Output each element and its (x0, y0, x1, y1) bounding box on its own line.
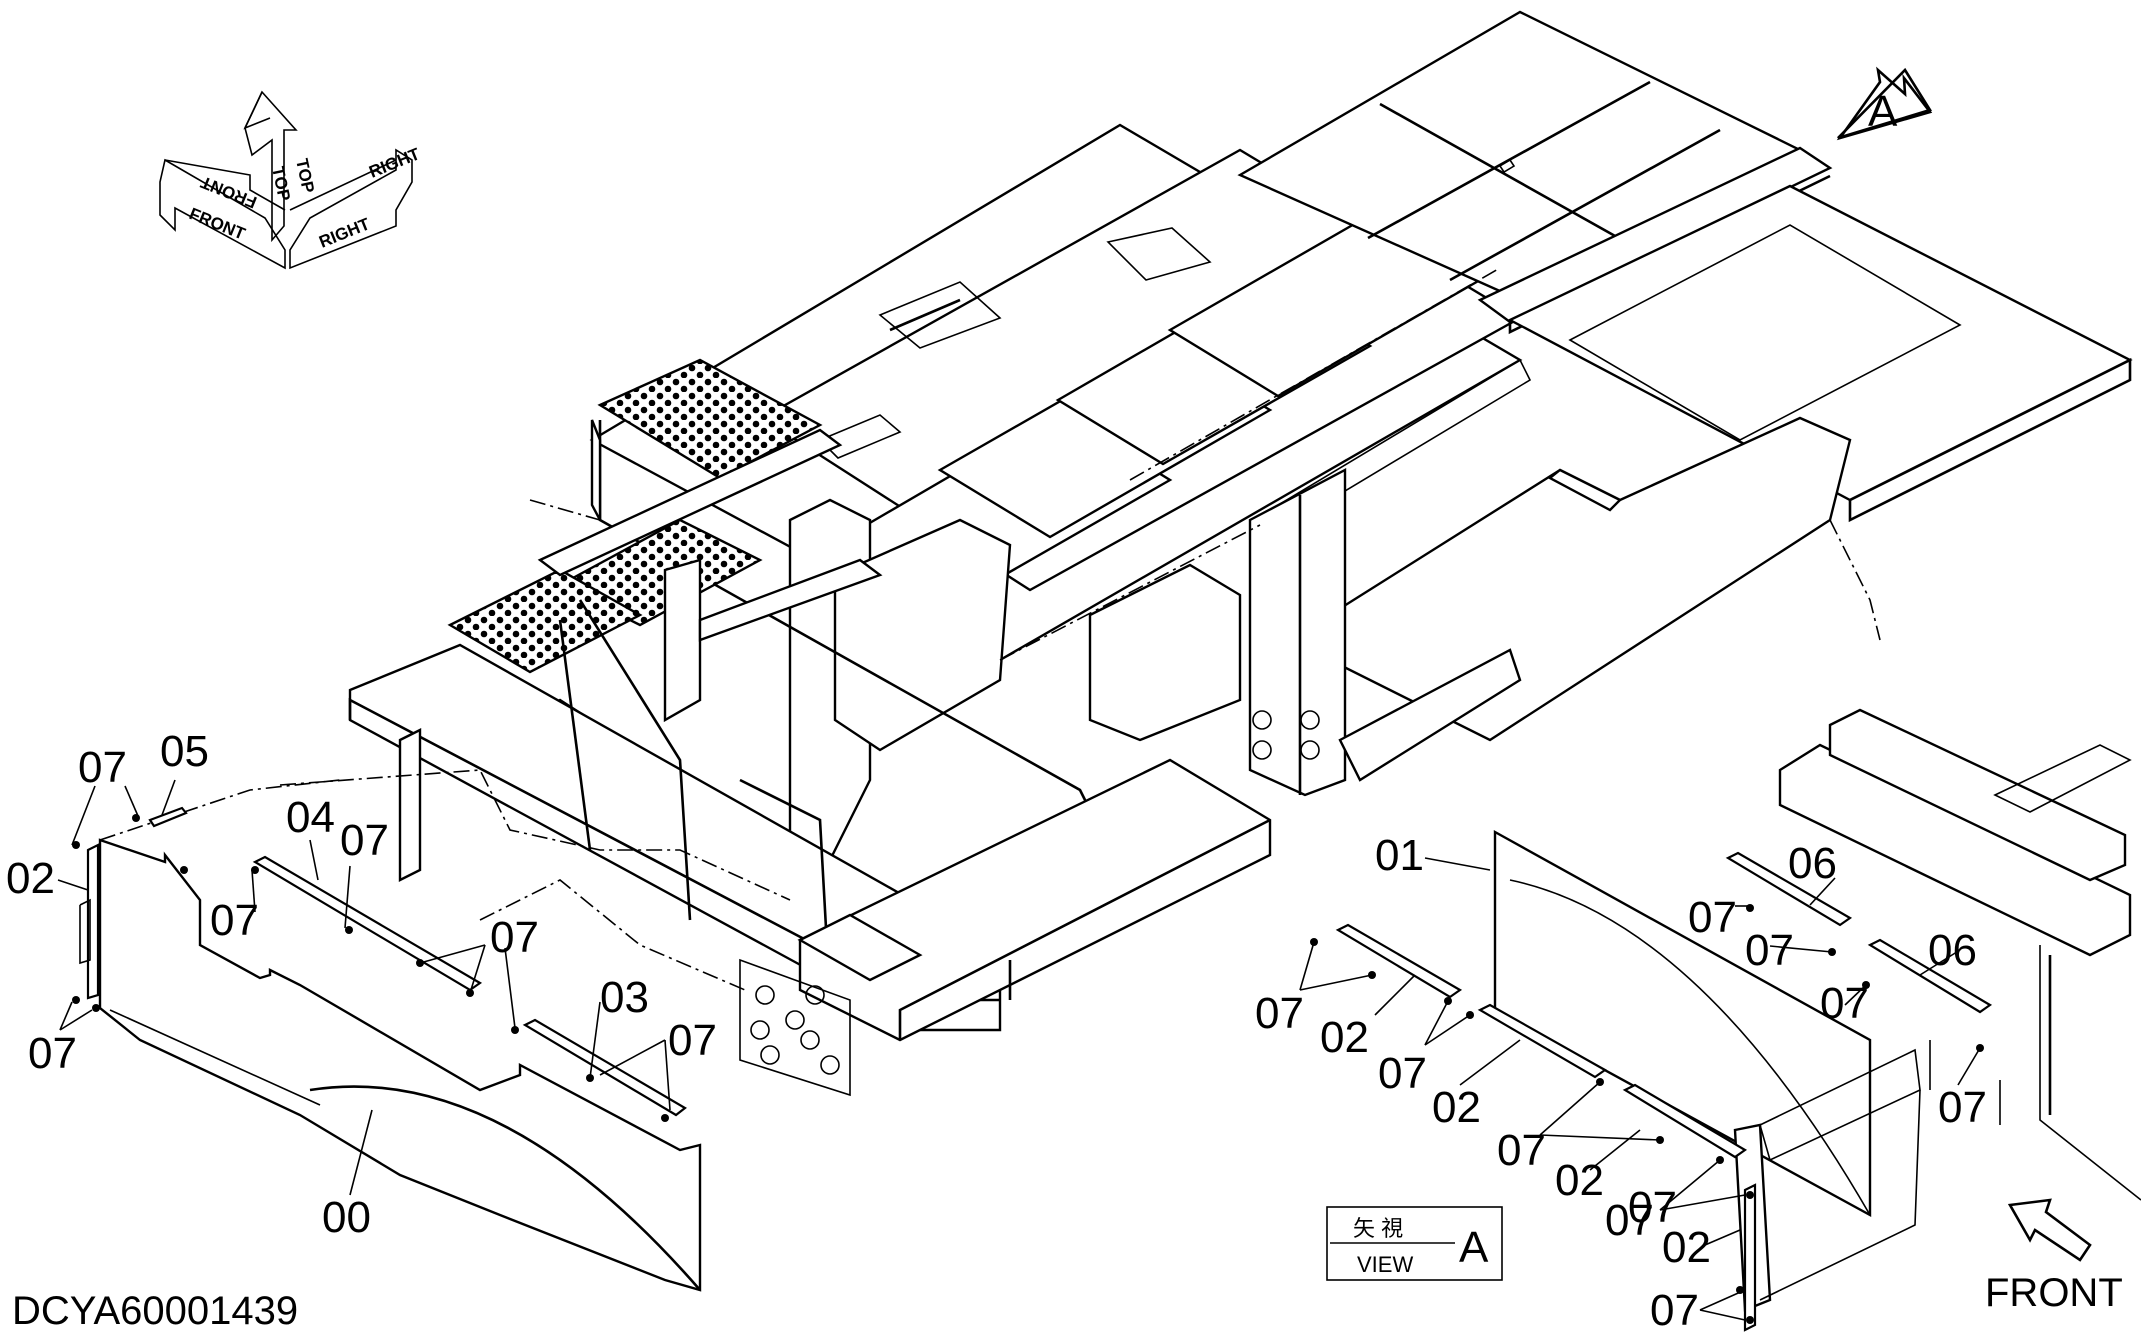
strip-03 (522, 1018, 687, 1117)
callout-00: 00 (322, 1193, 371, 1242)
callout-right-07-b: 07 (1745, 926, 1794, 975)
view-box-english: VIEW (1357, 1252, 1413, 1277)
view-a-box: 矢 視 VIEW A (1326, 1206, 1503, 1281)
orientation-right-arrow-icon (289, 148, 413, 270)
callout-01: 01 (1375, 831, 1424, 880)
callout-06-a: 06 (1788, 839, 1837, 888)
right-view-a-assembly (1299, 708, 2141, 1332)
orientation-label-front-lower: FRONT (187, 204, 249, 244)
orientation-label-top-upper: TOP (292, 157, 318, 195)
main-frame (99, 10, 2133, 1097)
bracket-05 (148, 806, 188, 828)
right-callouts: 01 06 07 07 06 07 07 07 02 07 02 07 07 0… (1255, 831, 1987, 1335)
left-callouts: 07 05 04 07 02 07 07 07 03 07 00 (6, 727, 717, 1242)
connector-block (739, 958, 851, 1097)
left-cover-panel (98, 838, 702, 1292)
callout-right-07-f: 07 (1378, 1049, 1427, 1098)
orientation-label-right-upper: RIGHT (366, 144, 423, 182)
strip-02-b (1477, 1003, 1608, 1079)
strip-02-c (1622, 1083, 1748, 1159)
lower-floor-panel (798, 758, 1272, 1042)
callout-left-07-mid: 07 (210, 896, 259, 945)
callout-right-07-h: 07 (1605, 1196, 1654, 1245)
callout-right-07-i: 07 (1628, 1183, 1677, 1232)
view-box-japanese: 矢 視 (1353, 1216, 1403, 1241)
cover-sheet-01 (1493, 829, 1872, 1218)
view-box-letter: A (1459, 1223, 1489, 1272)
callout-left-07-top: 07 (78, 743, 127, 792)
left-cover-assembly (57, 779, 702, 1292)
front-arrow-icon (2007, 1198, 2092, 1262)
right-leader-lines (1299, 857, 1981, 1321)
callout-right-02-b: 02 (1432, 1083, 1481, 1132)
callout-left-02: 02 (6, 854, 55, 903)
front-arrow-label: FRONT (1985, 1271, 2123, 1315)
callout-right-07-g: 07 (1497, 1126, 1546, 1175)
mesh-grating-lower (447, 568, 643, 674)
strip-02-a (1335, 923, 1463, 999)
orientation-top-arrow-icon (243, 90, 298, 243)
strip-02-d (1743, 1183, 1757, 1332)
strip-06-a (1725, 851, 1853, 927)
orientation-symbol: TOP TOP FRONT FRONT RIGHT RIGHT (159, 90, 423, 270)
view-marker-letter: A (1868, 87, 1898, 136)
callout-right-07-c: 07 (1820, 979, 1869, 1028)
callout-05: 05 (160, 727, 209, 776)
callout-left-07-strip: 07 (340, 816, 389, 865)
callout-right-02-d: 02 (1662, 1223, 1711, 1272)
view-marker: A (1836, 66, 1933, 141)
callout-right-07-e: 07 (1255, 989, 1304, 1038)
callout-04: 04 (286, 793, 335, 842)
callout-right-07-a: 07 (1688, 893, 1737, 942)
callout-left-07-right: 07 (490, 913, 539, 962)
callout-left-07-bottom: 07 (28, 1029, 77, 1078)
mesh-grating-top (597, 358, 823, 480)
strip-04 (252, 855, 483, 992)
callout-right-02-c: 02 (1555, 1156, 1604, 1205)
callout-03: 03 (600, 973, 649, 1022)
center-column (1248, 468, 1347, 797)
callout-right-07-j: 07 (1650, 1286, 1699, 1335)
callout-06-b: 06 (1928, 926, 1977, 975)
callout-right-02-a: 02 (1320, 1013, 1369, 1062)
right-frame-beam (1778, 743, 2132, 957)
callout-left-07-lower: 07 (668, 1016, 717, 1065)
callout-right-07-d: 07 (1938, 1083, 1987, 1132)
orientation-front-arrow-icon (159, 158, 286, 270)
front-direction-arrow: FRONT (1985, 1198, 2123, 1315)
document-id: DCYA60001439 (12, 1289, 298, 1333)
left-leader-lines (57, 779, 671, 1196)
strip-06-b (1867, 938, 1993, 1014)
